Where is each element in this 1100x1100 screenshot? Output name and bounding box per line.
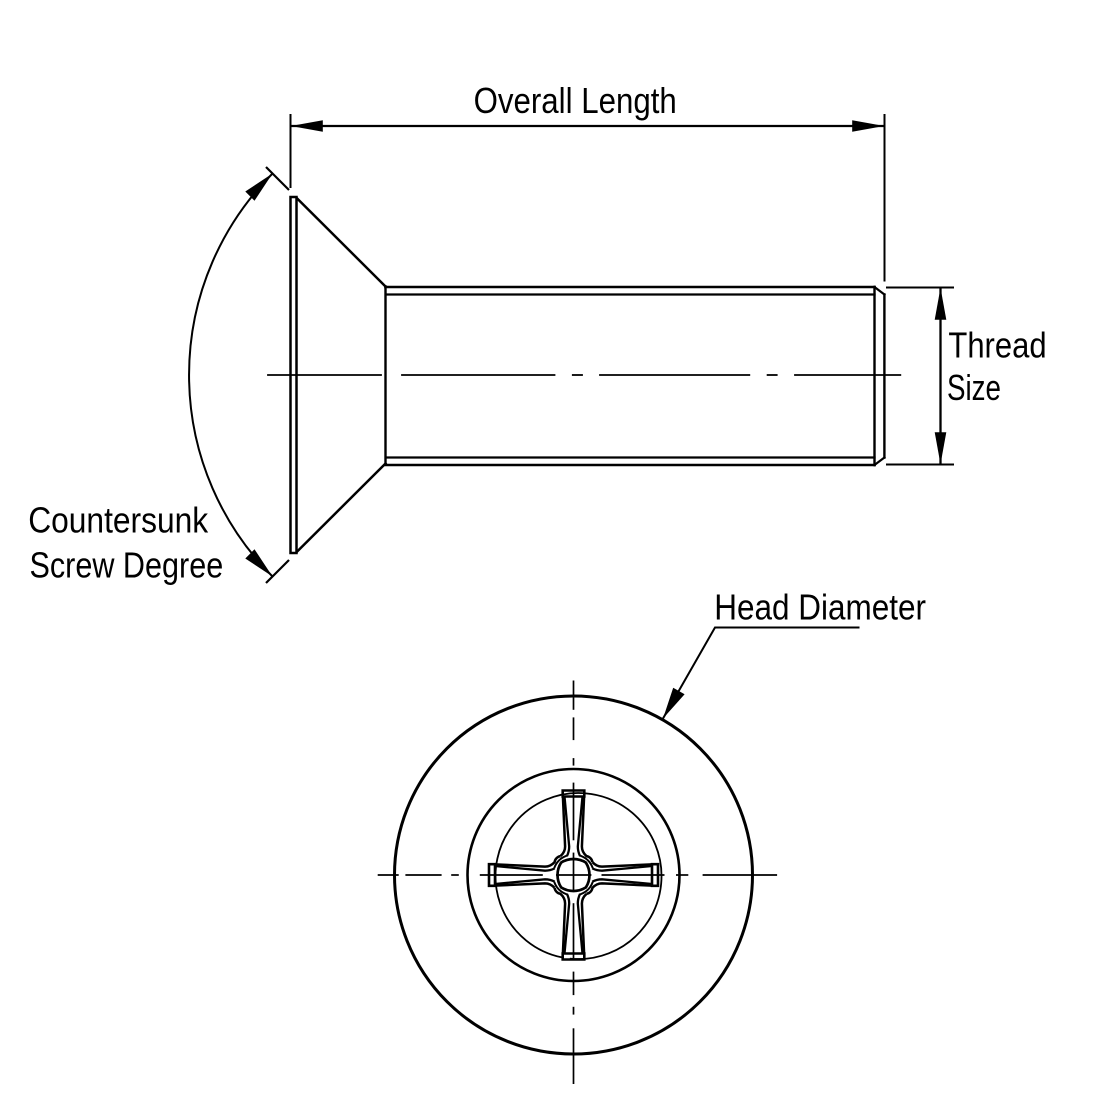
svg-text:Size: Size: [947, 367, 1001, 408]
svg-text:Screw Degree: Screw Degree: [30, 544, 224, 585]
svg-text:Head Diameter: Head Diameter: [714, 587, 926, 628]
svg-text:Overall Length: Overall Length: [474, 80, 677, 121]
svg-text:Countersunk: Countersunk: [28, 499, 209, 540]
svg-text:Thread: Thread: [948, 325, 1046, 366]
